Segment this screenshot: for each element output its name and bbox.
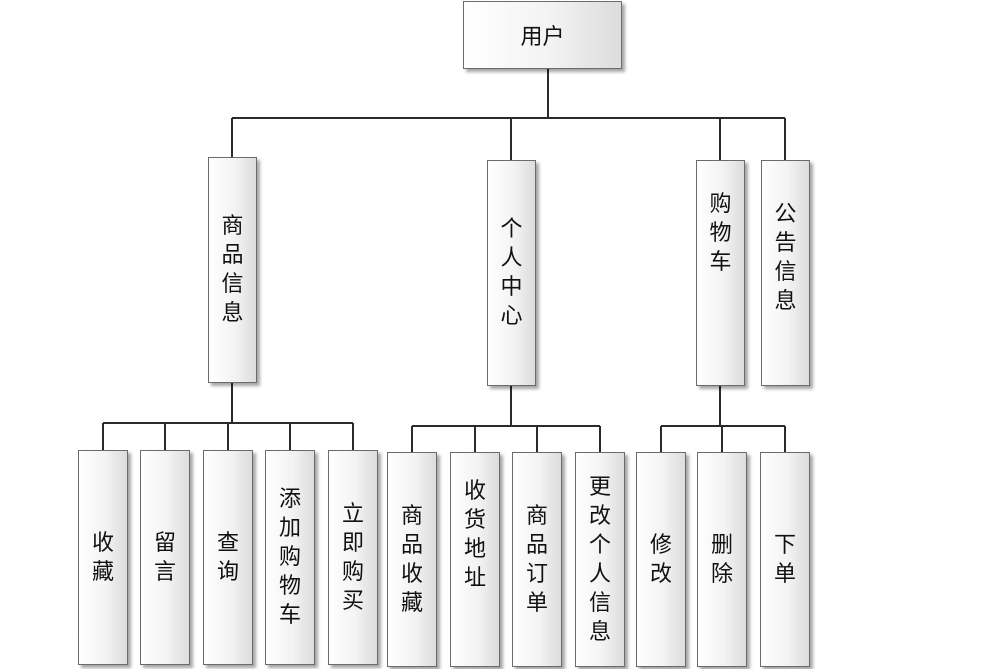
node-xiadan: 下单 <box>760 452 810 667</box>
node-shouhuo-dizhi-label: 收货地址 <box>464 478 487 591</box>
node-shangpin-shoucang-label: 商品收藏 <box>401 503 424 616</box>
node-tianjia-gouwuche-label: 添加购物车 <box>279 487 302 628</box>
node-liji-goumai-label: 立即购买 <box>342 501 365 614</box>
node-chaxun: 查询 <box>203 450 253 665</box>
node-genggai-geren-xinxi-label: 更改个人信息 <box>589 474 612 645</box>
node-xiadan-label: 下单 <box>774 532 797 587</box>
node-xiugai: 修改 <box>636 452 686 667</box>
node-shangpin-xinxi: 商品信息 <box>208 157 257 383</box>
node-chaxun-label: 查询 <box>217 530 240 585</box>
node-gonggao-xinxi-label: 公告信息 <box>774 202 797 314</box>
node-root-label: 用户 <box>520 25 565 50</box>
node-tianjia-gouwuche: 添加购物车 <box>265 450 315 665</box>
node-shangpin-dingdan-label: 商品订单 <box>526 503 549 616</box>
node-xiugai-label: 修改 <box>650 532 673 587</box>
node-genggai-geren-xinxi: 更改个人信息 <box>575 452 625 667</box>
node-shangpin-shoucang: 商品收藏 <box>387 452 437 667</box>
node-shangpin-dingdan: 商品订单 <box>512 452 562 667</box>
node-liuyan: 留言 <box>140 450 190 665</box>
node-gouwuche-label: 购物车 <box>709 191 732 275</box>
node-shouhuo-dizhi: 收货地址 <box>450 452 500 667</box>
node-shanchu-label: 删除 <box>711 532 734 587</box>
node-geren-zhongxin-label: 个人中心 <box>500 217 523 329</box>
node-gonggao-xinxi: 公告信息 <box>761 160 810 386</box>
node-shoucang: 收藏 <box>78 450 128 665</box>
node-gouwuche: 购物车 <box>696 160 745 386</box>
node-geren-zhongxin: 个人中心 <box>487 160 536 386</box>
node-shanchu: 删除 <box>697 452 747 667</box>
node-liji-goumai: 立即购买 <box>328 450 378 665</box>
node-liuyan-label: 留言 <box>154 530 177 585</box>
node-root: 用户 <box>463 1 622 69</box>
node-shangpin-xinxi-label: 商品信息 <box>221 214 244 326</box>
node-shoucang-label: 收藏 <box>92 530 115 585</box>
